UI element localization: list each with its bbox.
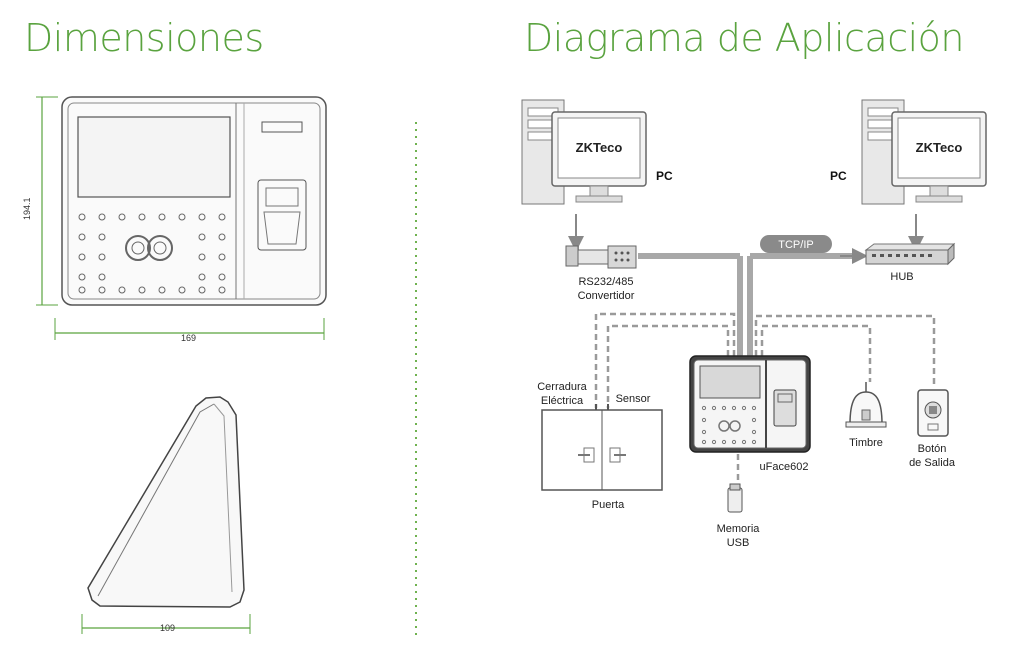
exit-button-icon (917, 389, 949, 437)
application-diagram-heading: Diagrama de Aplicación (524, 16, 964, 60)
tcpip-pill (760, 235, 832, 253)
exit-label-line1: Botón (918, 443, 947, 455)
lock-label-line2: Eléctrica (541, 395, 584, 407)
converter-label-line2: Convertidor (578, 290, 635, 302)
pc-left-label: PC (656, 169, 673, 183)
uface602-device-icon (689, 355, 811, 453)
pc-right-icon: ZKTeco (861, 99, 987, 205)
monitor-brand-right: ZKTeco (916, 140, 963, 155)
dimensions-heading: Dimensiones (24, 16, 264, 60)
converter-label-line1: RS232/485 (578, 276, 633, 288)
exit-label-line2: de Salida (909, 457, 956, 469)
usb-label-line2: USB (727, 537, 750, 549)
converter-icon (565, 245, 637, 269)
width-dimension-label: 169 (181, 333, 196, 343)
pc-left-icon: ZKTeco (521, 99, 647, 205)
hub-label: HUB (890, 271, 913, 283)
height-dimension-label: 194.1 (22, 197, 32, 220)
lock-label-line1: Cerradura (537, 381, 587, 393)
bell-label: Timbre (849, 437, 883, 449)
side-view-drawing: 109 (81, 396, 251, 634)
dashed-connections (594, 312, 936, 484)
front-view-drawing: 194.1 (22, 96, 327, 343)
monitor-brand-left: ZKTeco (576, 140, 623, 155)
pc-right-label: PC (830, 169, 847, 183)
hub-icon (864, 242, 956, 266)
depth-dimension-label: 109 (160, 623, 175, 633)
tcpip-label: TCP/IP (778, 239, 813, 251)
door-icon (541, 404, 663, 491)
usb-memory-icon (727, 483, 743, 513)
bell-icon (845, 382, 887, 428)
device-label: uFace602 (760, 461, 809, 473)
usb-label-line1: Memoria (717, 523, 761, 535)
door-label: Puerta (592, 499, 625, 511)
sensor-label: Sensor (616, 393, 651, 405)
